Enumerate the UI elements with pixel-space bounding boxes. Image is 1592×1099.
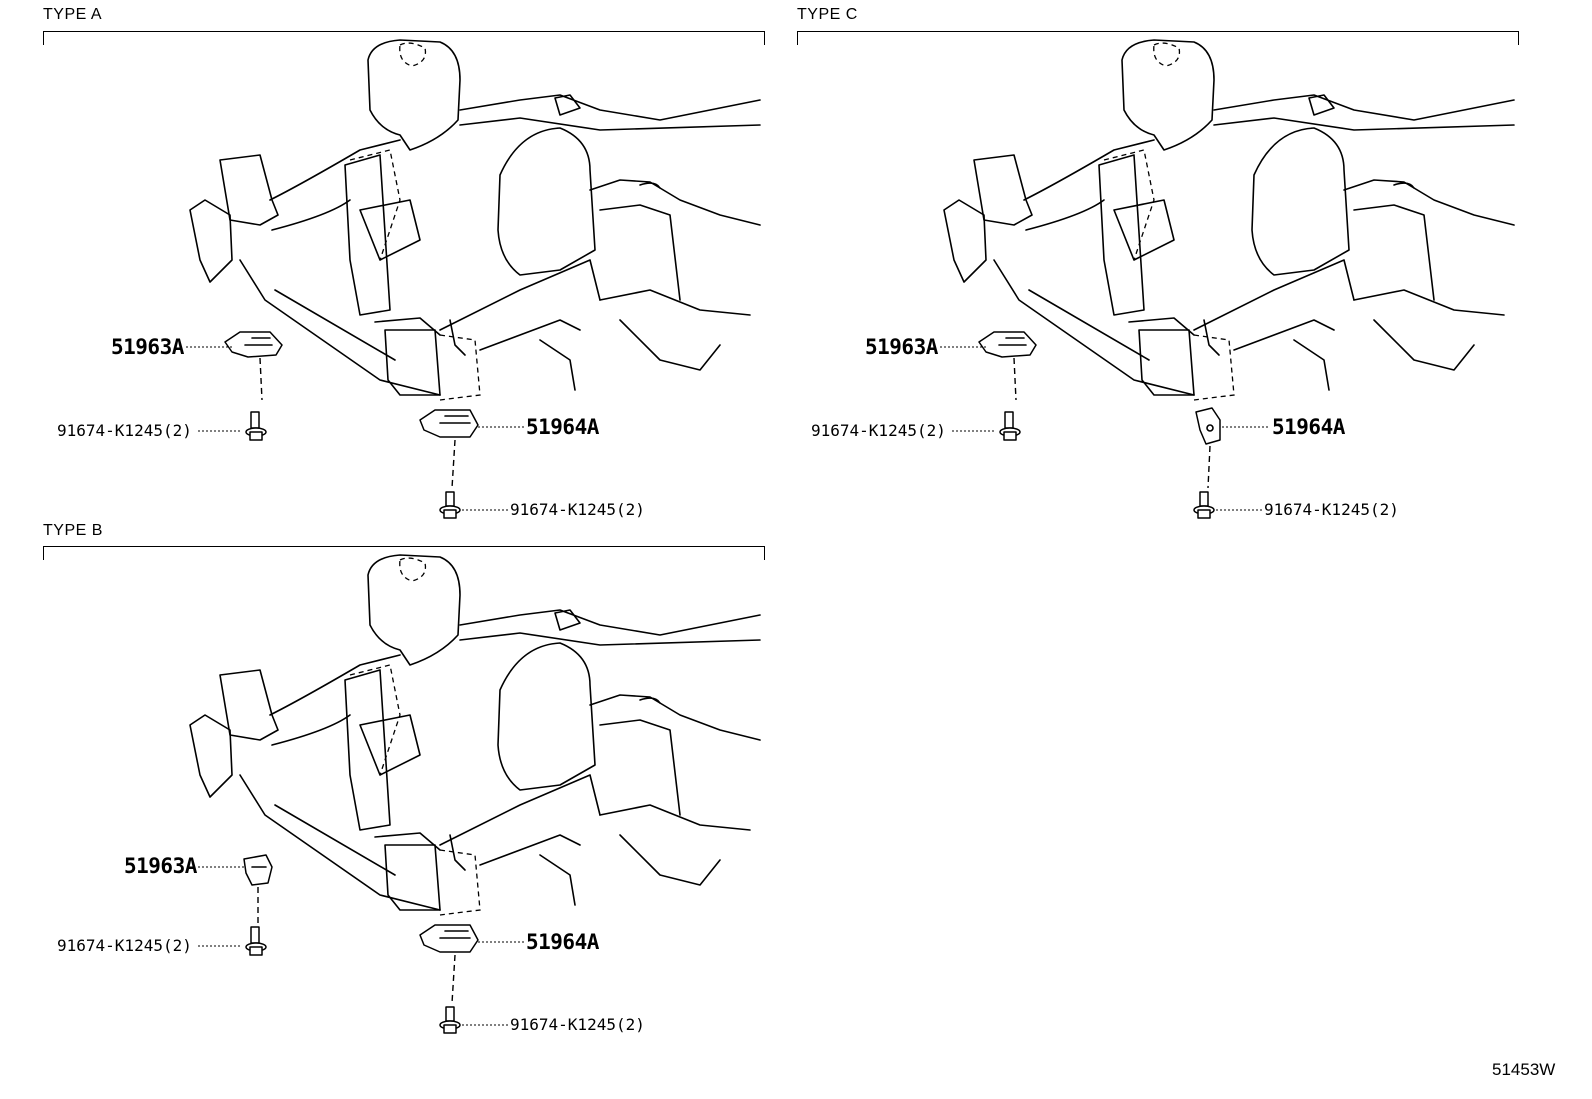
type-c-bolt-left-callout: 91674-K1245(2): [811, 421, 946, 440]
type-c-bracket-callout: 51963A: [865, 335, 938, 359]
type-b-bracket-callout: 51963A: [124, 854, 197, 878]
type-a-bumper-part: [419, 409, 479, 489]
type-a-bolt-left-icon: [245, 411, 267, 441]
type-a-bracket-line: [43, 31, 765, 45]
type-a-bracket-part: [224, 331, 283, 401]
type-c-label: TYPE C: [797, 6, 858, 23]
type-b-bumper-part: [419, 924, 479, 1004]
type-b-frame: [189, 554, 761, 916]
type-c-bumper-callout: 51964A: [1272, 415, 1345, 439]
type-c-bumper-part: [1195, 407, 1221, 489]
type-c-bracket-part: [978, 331, 1037, 401]
type-a-bolt-right-callout: 91674-K1245(2): [510, 500, 645, 519]
type-c-bolt-right-callout: 91674-K1245(2): [1264, 500, 1399, 519]
type-b-bracket-line: [43, 546, 765, 560]
type-a-bracket-callout: 51963A: [111, 335, 184, 359]
type-a-bolt-right-icon: [439, 491, 461, 519]
type-c-bracket-line: [797, 31, 1519, 45]
type-c-bolt-left-icon: [999, 411, 1021, 441]
type-c-frame-illustration: [940, 39, 1515, 519]
type-b-bumper-callout: 51964A: [526, 930, 599, 954]
type-a-bolt-left-callout: 91674-K1245(2): [57, 421, 192, 440]
type-b-bracket-part: [243, 854, 273, 927]
type-b-bolt-right-icon: [439, 1006, 461, 1034]
type-c-frame: [943, 39, 1515, 401]
type-b-bolt-left-callout: 91674-K1245(2): [57, 936, 192, 955]
type-a-frame-illustration: [186, 39, 761, 519]
type-c-bolt-right-icon: [1193, 491, 1215, 519]
type-a-bumper-callout: 51964A: [526, 415, 599, 439]
diagram-code: 51453W: [1492, 1060, 1556, 1079]
type-b-label: TYPE B: [43, 522, 103, 539]
type-b-bolt-right-callout: 91674-K1245(2): [510, 1015, 645, 1034]
type-a-label: TYPE A: [43, 6, 103, 23]
type-b-frame-illustration: [189, 554, 761, 1034]
type-b-bolt-left-icon: [245, 926, 267, 956]
type-a-frame: [189, 39, 761, 401]
